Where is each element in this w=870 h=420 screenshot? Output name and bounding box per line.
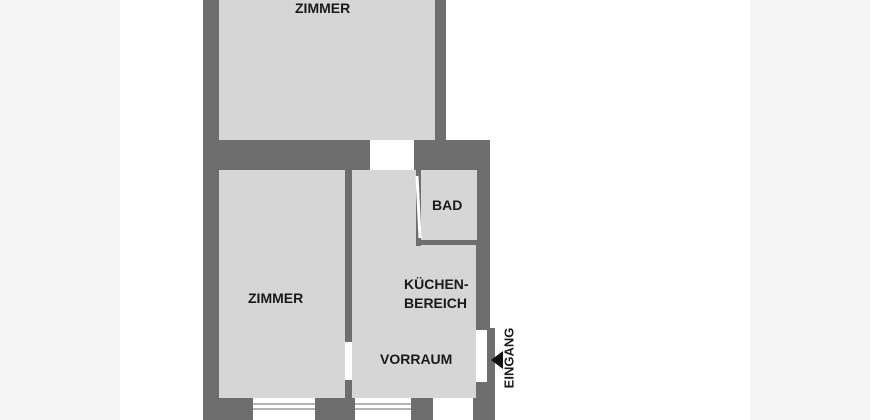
room-label-top-zimmer: ZIMMER bbox=[295, 0, 351, 16]
floor-bath bbox=[422, 170, 477, 244]
entrance-label: EINGANG bbox=[501, 327, 517, 389]
door-opening-left bbox=[345, 342, 352, 380]
floors bbox=[219, 0, 477, 398]
window-middle bbox=[355, 398, 411, 420]
openings bbox=[345, 140, 487, 382]
door-opening-top bbox=[370, 140, 414, 170]
floor-top-room bbox=[219, 0, 435, 140]
window-left bbox=[253, 398, 315, 420]
windows bbox=[253, 398, 473, 420]
entrance-opening bbox=[476, 330, 487, 382]
room-label-bad: BAD bbox=[432, 197, 463, 213]
floor-left-room bbox=[219, 170, 345, 398]
bath-door-leaf bbox=[415, 175, 422, 239]
room-label-kuechen: KÜCHEN- bbox=[404, 276, 469, 292]
entrance-gap bbox=[433, 398, 473, 420]
room-label-bereich: BEREICH bbox=[404, 295, 468, 311]
room-label-vorraum: VORRAUM bbox=[380, 351, 453, 367]
arrow-left-icon bbox=[491, 351, 503, 369]
room-label-left-zimmer: ZIMMER bbox=[248, 290, 304, 306]
